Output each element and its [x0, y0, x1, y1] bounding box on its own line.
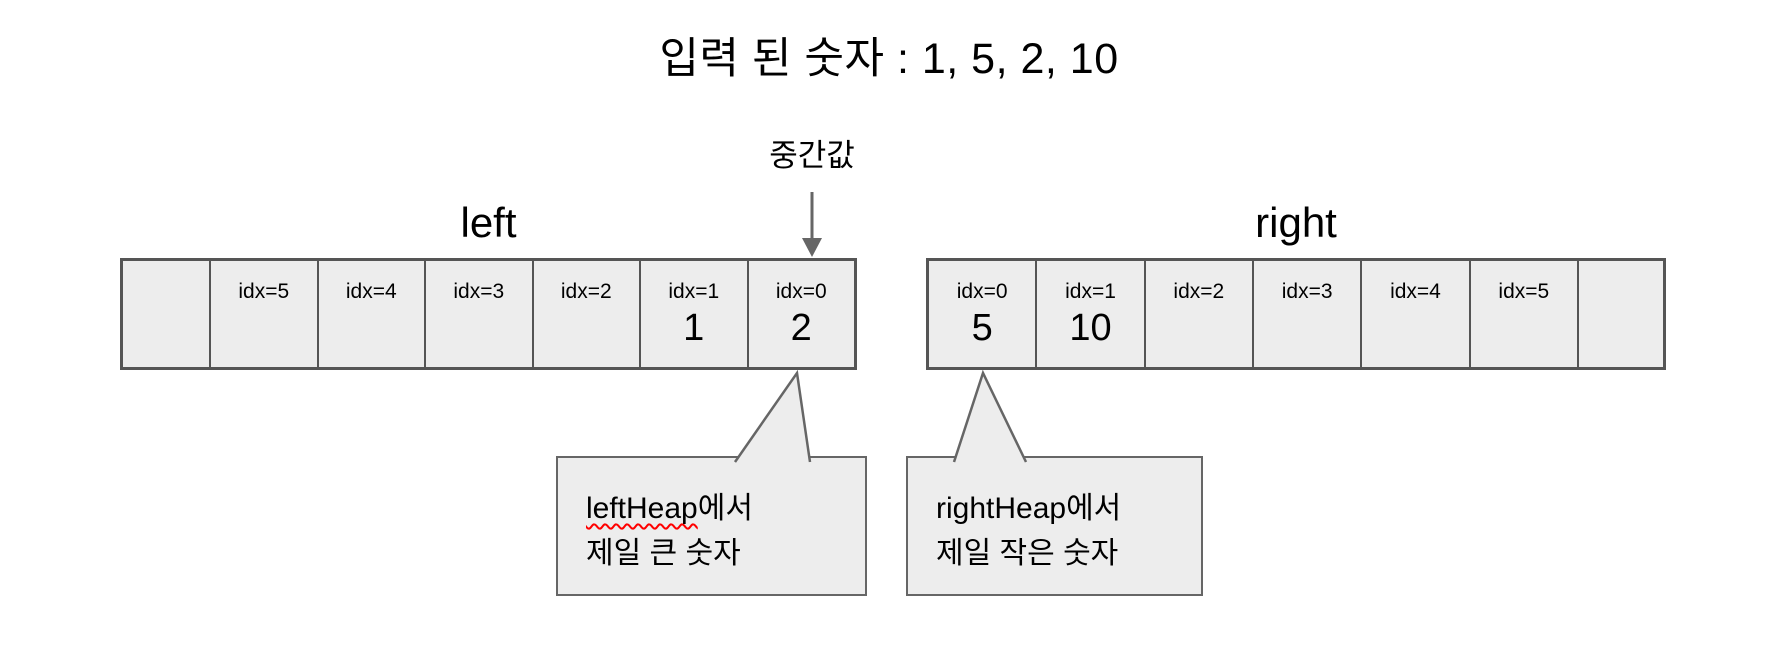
cell-index-label: idx=2: [1173, 280, 1225, 303]
right-array-cell-idx4: idx=4: [1360, 261, 1468, 367]
cell-value: 1: [683, 307, 705, 349]
right-array-cell-idx3: idx=3: [1251, 261, 1360, 367]
left-array-cell-idx1: idx=1 1: [639, 261, 747, 367]
right-array-cell-idx1: idx=1 10: [1035, 261, 1143, 367]
left-callout-heap-word: leftHeap: [586, 492, 698, 525]
cell-index-label: idx=0: [775, 280, 827, 303]
left-heap-array: idx=5 idx=4 idx=3 idx=2 idx=1 1 idx=0 2: [120, 258, 857, 370]
left-array-cell-idx3: idx=3: [424, 261, 532, 367]
page-title: 입력 된 숫자 : 1, 5, 2, 10: [659, 35, 1119, 83]
left-array-cell-idx5: idx=5: [209, 261, 317, 367]
cell-value: 5: [971, 307, 993, 349]
cell-index-label: idx=0: [956, 280, 1008, 303]
right-array-cell-idx2: idx=2: [1143, 261, 1252, 367]
left-array-cell-idx0: idx=0 2: [746, 261, 855, 367]
cell-index-label: idx=2: [560, 280, 612, 303]
left-callout-tail: [733, 369, 812, 463]
right-heap-array: idx=0 5 idx=1 10 idx=2 idx=3 idx=4 idx=5: [926, 258, 1666, 370]
left-callout-line2: 제일 큰 숫자: [586, 537, 741, 570]
right-heap-callout: rightHeap에서 제일 작은 숫자: [906, 456, 1203, 596]
left-array-cell-idx4: idx=4: [316, 261, 425, 367]
cell-index-label: idx=3: [453, 280, 505, 303]
cell-index-label: idx=4: [1390, 280, 1441, 303]
left-callout-line1-rest: 에서: [697, 492, 753, 525]
cell-index-label: idx=5: [238, 280, 290, 303]
left-array-cell-blank: [123, 261, 209, 367]
left-array-cell-idx2: idx=2: [531, 261, 640, 367]
right-array-cell-idx5: idx=5: [1468, 261, 1577, 367]
right-array-cell-idx0: idx=0 5: [929, 261, 1035, 367]
median-label: 중간값: [769, 138, 855, 173]
left-callout-line1: leftHeap에서: [586, 486, 855, 531]
right-callout-line2: 제일 작은 숫자: [936, 537, 1119, 570]
left-heap-callout: leftHeap에서 제일 큰 숫자: [556, 456, 867, 596]
cell-index-label: idx=1: [668, 280, 720, 303]
left-array-label: left: [460, 199, 517, 246]
cell-value: 10: [1069, 307, 1112, 349]
cell-index-label: idx=4: [345, 280, 397, 303]
right-callout-line1: rightHeap에서: [936, 492, 1122, 525]
cell-index-label: idx=1: [1065, 280, 1116, 303]
cell-index-label: idx=5: [1498, 280, 1550, 303]
cell-index-label: idx=3: [1281, 280, 1333, 303]
right-array-cell-blank: [1576, 261, 1663, 367]
right-array-label: right: [1255, 199, 1337, 246]
right-callout-tail: [952, 369, 1028, 463]
cell-value: 2: [790, 307, 812, 349]
